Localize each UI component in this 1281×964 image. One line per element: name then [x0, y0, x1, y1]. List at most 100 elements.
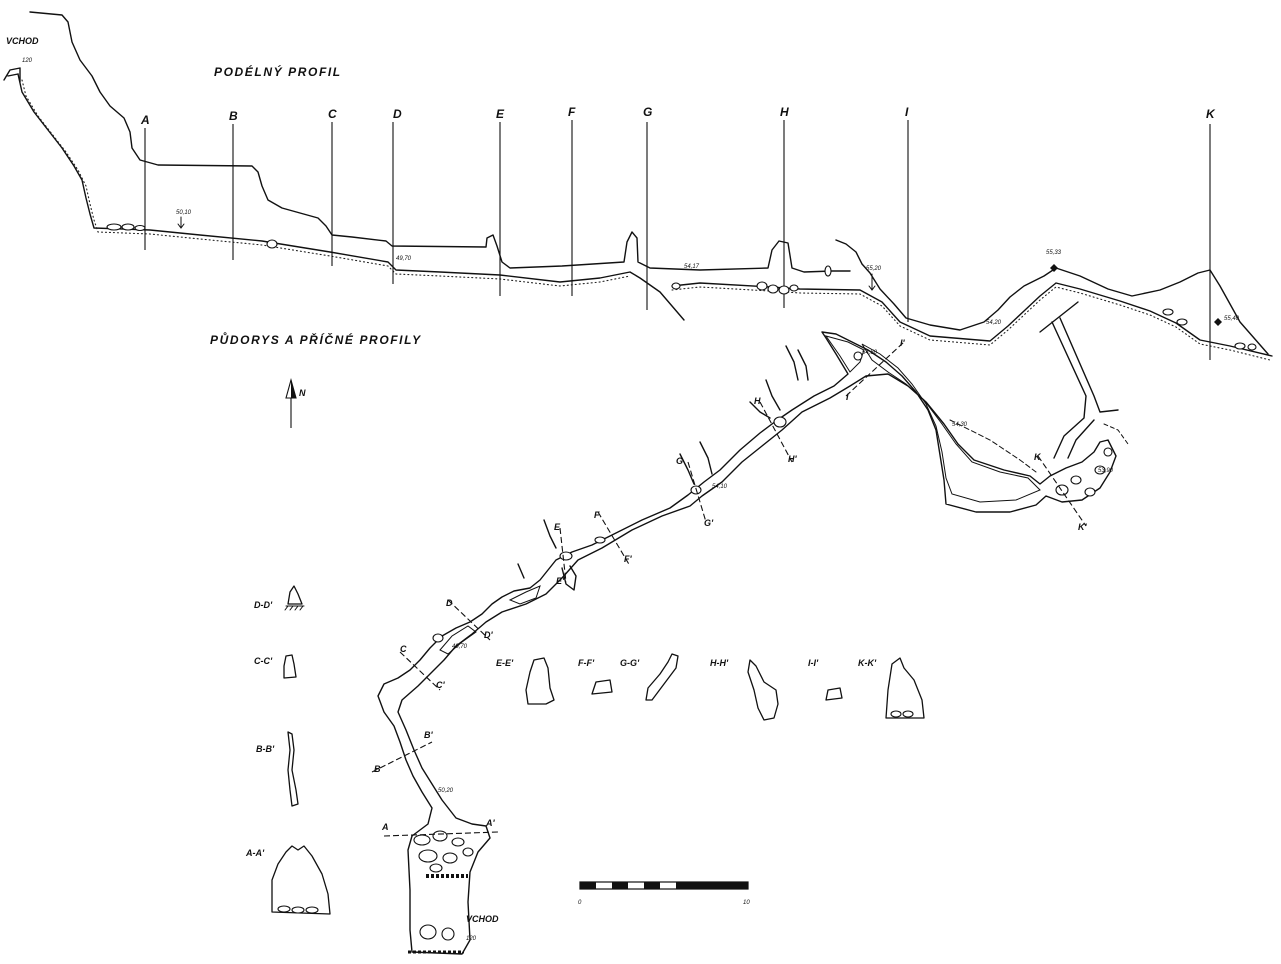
- boulder: [767, 284, 779, 294]
- boulder: [277, 905, 291, 913]
- plan-shaft-wall: [1039, 301, 1079, 333]
- profile-section-letter-d: D: [393, 107, 402, 121]
- scale-bar-segment: [612, 882, 628, 889]
- profile-elevation-label: 50,10: [176, 210, 192, 216]
- boulder: [890, 710, 902, 718]
- plan-elevation-label: 50,20: [438, 788, 454, 794]
- cross-section-h: [747, 659, 779, 721]
- cross-section-label-f: F-F': [578, 658, 595, 668]
- plan-section-mark-c-prime: C': [436, 680, 445, 690]
- cross-section-f: [591, 679, 613, 695]
- plan-shaft-wall: [1059, 317, 1119, 459]
- boulder: [1084, 487, 1096, 497]
- profile-section-letter-e: E: [496, 107, 505, 121]
- plan-section-mark-e: E: [554, 522, 561, 532]
- cross-section-a: [271, 845, 331, 915]
- plan-entrance-elevation: 120: [466, 936, 477, 942]
- profile-elevation-label: 54,17: [684, 264, 700, 270]
- boulder: [266, 239, 278, 249]
- plan-title: PŮDORYS A PŘÍČNÉ PROFILY: [210, 331, 422, 347]
- plan-section-mark-h: H: [754, 396, 761, 406]
- entrance-marker-icon: [3, 67, 21, 83]
- profile-sediment-band-east: [671, 286, 1271, 361]
- profile-section-letter-h: H: [780, 105, 789, 119]
- boulder: [1247, 343, 1257, 351]
- boulder: [1176, 318, 1188, 326]
- plan-section-mark-k: K: [1034, 452, 1042, 462]
- cross-section-label-a: A-A': [245, 848, 265, 858]
- boulder: [1162, 308, 1174, 316]
- plan-side-branches: [517, 345, 809, 591]
- side-branch: [785, 345, 799, 381]
- profile-elevation-label: 49,70: [396, 256, 412, 262]
- boulder: [429, 863, 443, 873]
- plan-elevation-label: 54,30: [952, 422, 968, 428]
- plan-section-mark-e-prime: E': [556, 576, 565, 586]
- boulder: [432, 830, 448, 842]
- cross-section-i: [825, 687, 843, 701]
- plan-section-mark-d-prime: D': [484, 630, 493, 640]
- cross-section-label-h: H-H': [710, 658, 729, 668]
- plan-section-cut-a: [383, 831, 499, 837]
- side-branch: [797, 349, 809, 381]
- scale-bar-segment: [580, 882, 596, 889]
- scale-bar-segment: [644, 882, 660, 889]
- boulder: [441, 927, 455, 941]
- plan-section-mark-g-prime: G': [704, 518, 714, 528]
- side-branch: [543, 519, 557, 549]
- boulder: [671, 282, 681, 290]
- plan-section-mark-i-prime: I': [900, 338, 906, 348]
- profile-elevation-label: 54,20: [986, 320, 1002, 326]
- plan-view: PŮDORYS A PŘÍČNÉ PROFILY N: [210, 301, 1129, 955]
- boulder: [1070, 475, 1082, 485]
- cross-section-label-i: I-I': [808, 658, 819, 668]
- boulder: [773, 416, 787, 428]
- boulder: [756, 281, 768, 291]
- plan-cave-passage: [377, 331, 1117, 955]
- cross-section-label-c: C-C': [254, 656, 273, 666]
- plan-section-mark-f-prime: F': [624, 554, 632, 564]
- plan-hatched-ledge: [508, 585, 541, 605]
- plan-entrance-label: VCHOD: [466, 914, 499, 924]
- elevation-arrow-icon: [868, 273, 876, 291]
- boulder: [1103, 447, 1113, 457]
- boulder: [134, 224, 146, 232]
- north-label: N: [299, 388, 306, 398]
- cross-section-label-g: G-G': [620, 658, 640, 668]
- profile-elevation-label: 55,33: [1046, 250, 1062, 256]
- boulder: [419, 924, 437, 940]
- plan-section-cut-g: [687, 461, 707, 523]
- plan-section-cut-e: [559, 527, 567, 583]
- boulder: [559, 551, 573, 561]
- plan-section-mark-d: D: [446, 598, 453, 608]
- cross-section-c: [283, 654, 297, 679]
- boulder: [853, 351, 863, 361]
- boulder: [778, 285, 790, 295]
- cross-section-label-e: E-E': [496, 658, 514, 668]
- side-branch: [749, 401, 771, 419]
- boulder: [594, 536, 606, 544]
- boulder: [413, 834, 431, 846]
- plan-section-cut-k: [1037, 455, 1087, 527]
- profile-boulders: [106, 223, 1257, 351]
- profile-floor-line: [17, 73, 685, 321]
- north-arrow: N: [285, 377, 306, 428]
- boulder: [305, 906, 319, 914]
- profile-section-letter-i: I: [905, 105, 909, 119]
- elevation-arrow-icon: [177, 216, 185, 229]
- north-arrow-head-fill: [291, 380, 296, 398]
- boulder: [418, 849, 438, 863]
- cross-section-g: [645, 653, 679, 701]
- plan-section-mark-k-prime: K': [1078, 522, 1087, 532]
- boulder: [902, 710, 914, 718]
- plan-boulders: [413, 351, 1113, 941]
- plan-dashed-edge: [1103, 423, 1129, 445]
- cross-section-e: [525, 657, 555, 705]
- cross-section-d: [287, 585, 303, 605]
- cross-section-b: [287, 731, 299, 807]
- profile-section-letter-a: A: [140, 113, 150, 127]
- boulder: [789, 284, 799, 292]
- survey-point-icon: [1214, 318, 1222, 326]
- plan-section-cut-b: [371, 741, 433, 773]
